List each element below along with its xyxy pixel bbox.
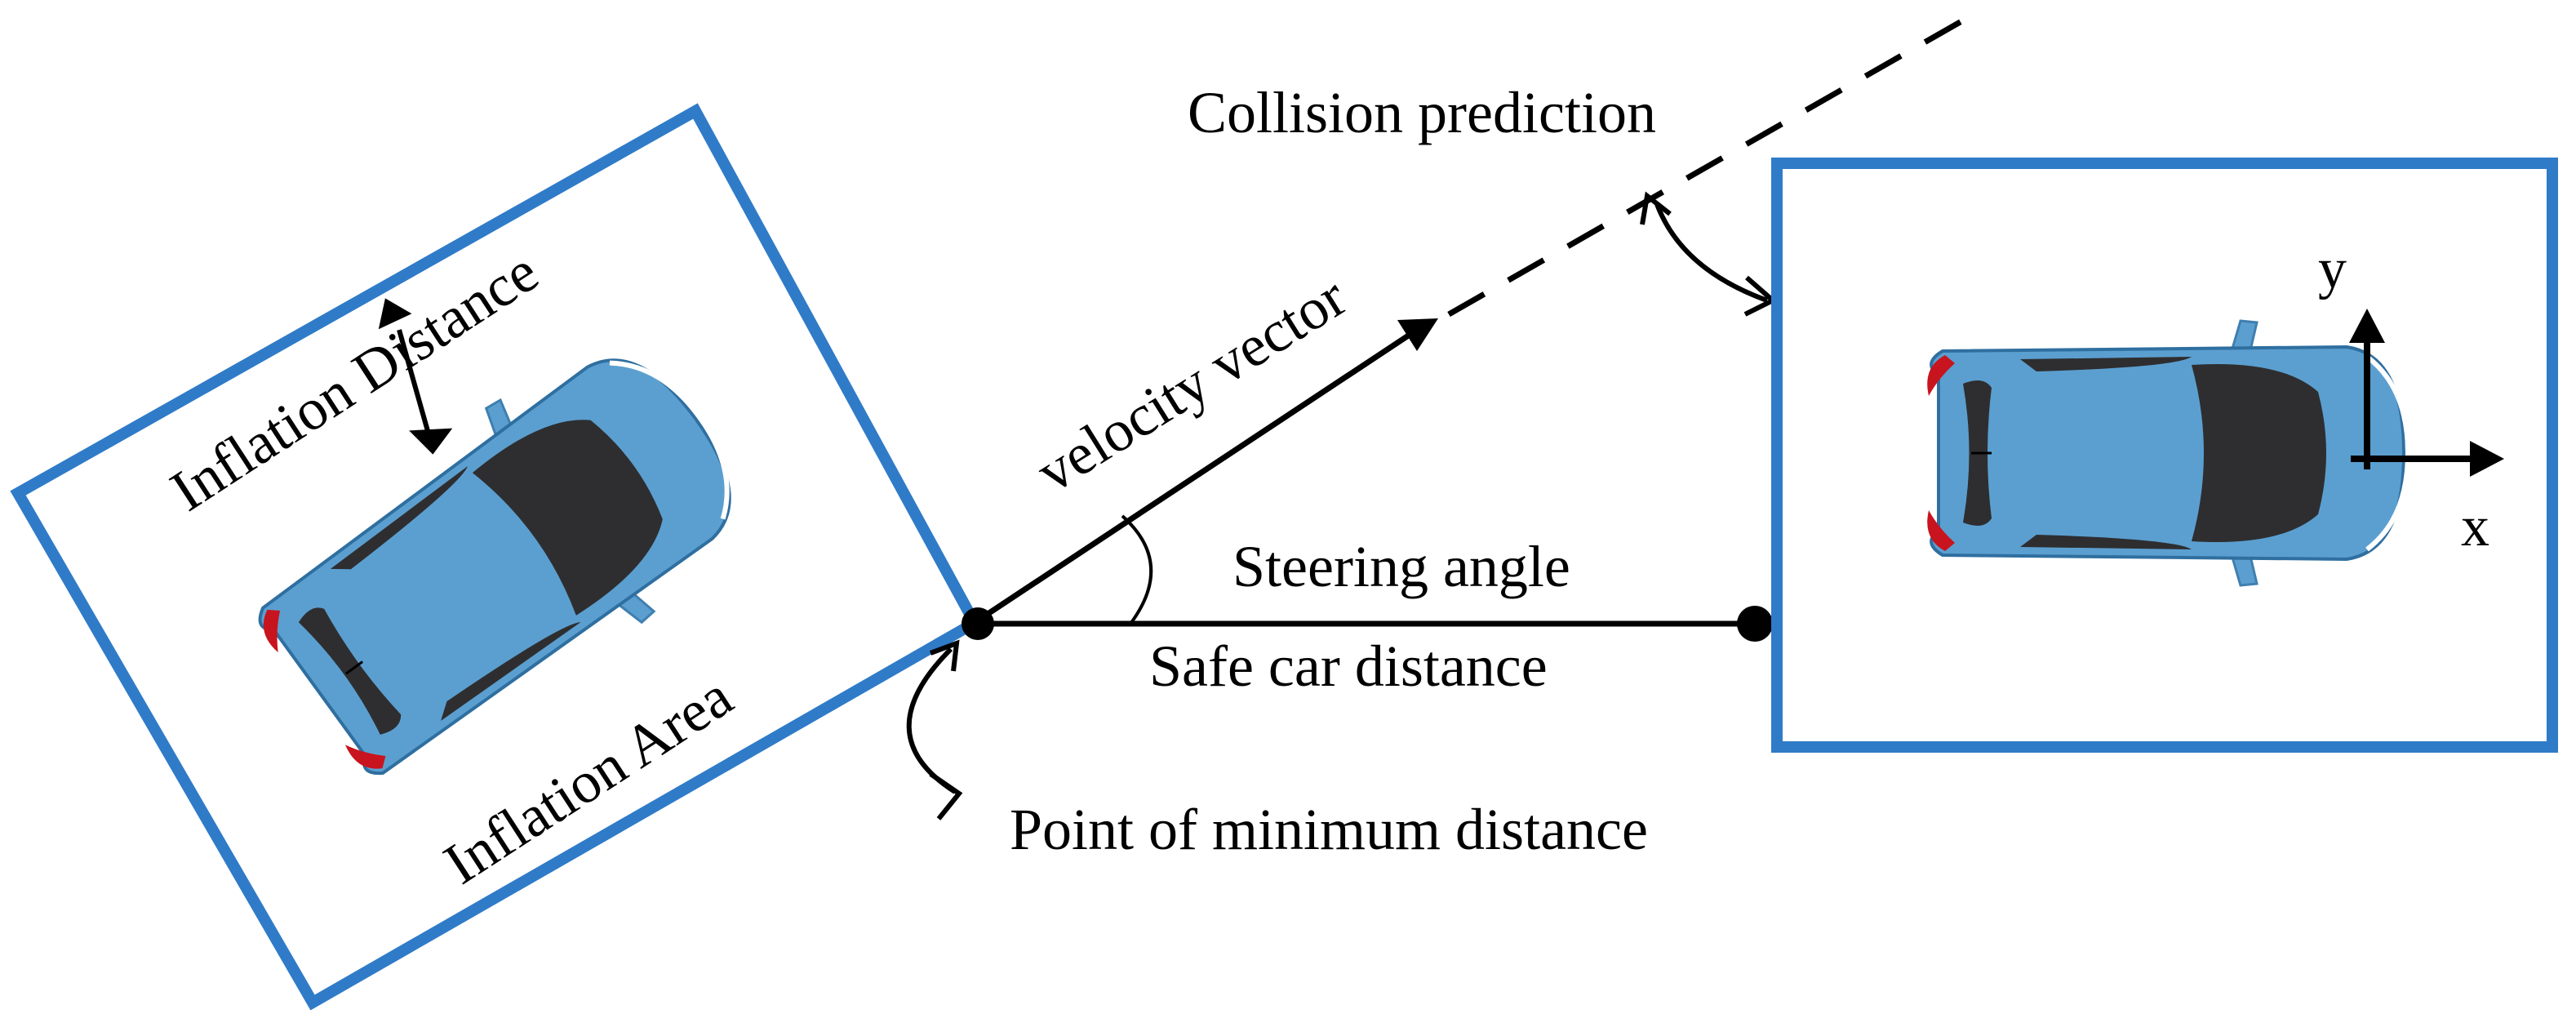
min-distance-point [962,607,994,640]
y-axis-arrowhead [2349,309,2385,343]
right-car-point [1737,606,1773,642]
right-car-box [1771,158,2558,753]
point-of-minimum-distance-label: Point of minimum distance [1010,797,1648,862]
min-distance-arrowhead-bottom [929,771,963,820]
collision-prediction-dashed-line [1447,17,1965,318]
collision-curved-arrowhead-top [1640,191,1672,225]
inflation-distance-arrowhead-top [378,298,412,330]
x-axis-arrowhead [2470,441,2504,477]
inflation-box-left [10,103,983,1011]
inflation-area-border [10,103,983,1011]
steering-angle-label: Steering angle [1232,534,1570,599]
y-axis-label: y [2318,238,2347,300]
right-box-border [1771,158,2558,753]
safe-car-distance-label: Safe car distance [1149,634,1548,699]
velocity-vector-arrowhead [1397,318,1438,351]
min-distance-arrowhead-top [929,639,960,672]
collision-curved-arrow [1654,202,1769,303]
velocity-vector-line [971,331,1414,626]
steering-angle-arc [1121,514,1153,625]
inflation-distance-arrow [397,329,432,438]
collision-prediction-label: Collision prediction [1188,80,1656,145]
inflation-distance-arrowhead-bottom [409,428,453,455]
min-distance-curved-arrow [906,647,957,794]
velocity-vector-label: velocity vector [1025,264,1357,505]
x-axis-label: x [2461,496,2489,558]
car-right-icon [1927,321,2408,585]
